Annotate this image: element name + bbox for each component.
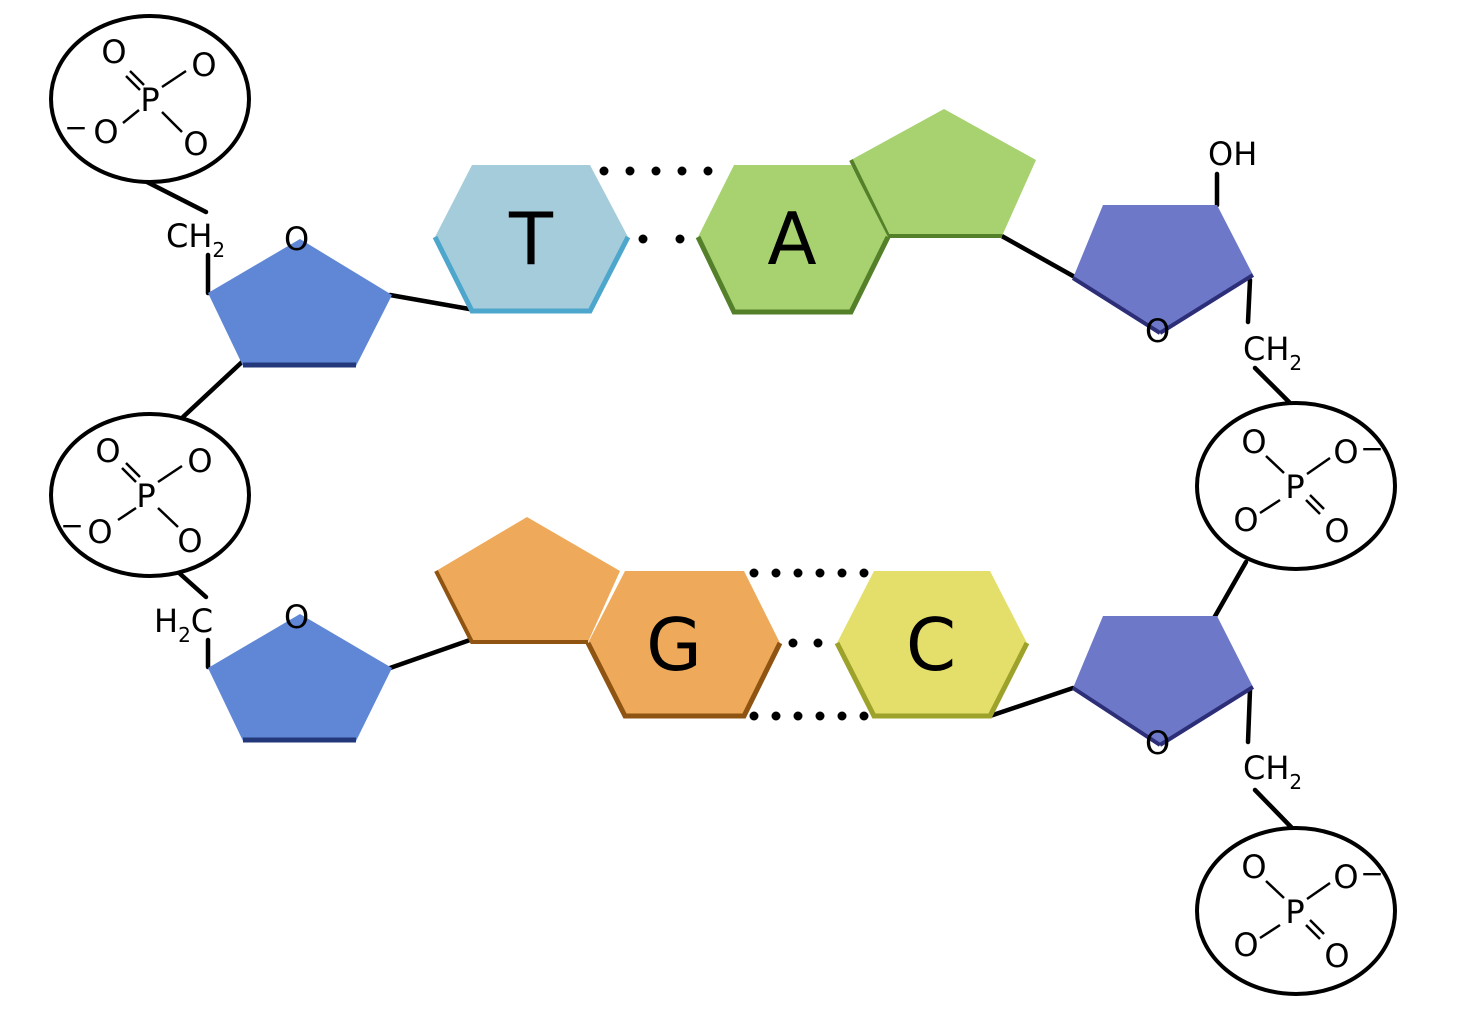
bond-A-sugar3 <box>997 232 1076 279</box>
base-G: G <box>434 517 783 719</box>
base-T-hexagon <box>435 165 628 312</box>
bond-sugar1-T <box>387 292 478 313</box>
base-C: C <box>834 571 1030 719</box>
base-A-pentagon-edge <box>849 159 1002 238</box>
sugar-4-edge <box>1071 686 1162 747</box>
base-A-letter: A <box>767 197 816 281</box>
bond-phosphate3-sugar4 <box>1211 559 1249 621</box>
sugar-3-edge <box>1071 276 1162 335</box>
sugar-4-ring-oxygen: O <box>1145 724 1170 762</box>
bond-sugar4-ch2 <box>1245 687 1253 745</box>
sugar-2: O <box>208 598 392 743</box>
base-G-letter: G <box>646 603 702 687</box>
base-C-letter: C <box>906 603 956 687</box>
phosphate-3-o-left: O <box>1233 501 1258 539</box>
sugar-3: O OH <box>1071 135 1257 350</box>
sugar-3-hydroxyl: OH <box>1208 135 1257 173</box>
bond-ch2-phosphate4 <box>1252 787 1295 831</box>
phosphate-2-o-bottom: O <box>177 522 202 560</box>
bond-sugar3-ch2 <box>1245 277 1253 325</box>
base-T-letter: T <box>508 197 554 281</box>
phosphate-2-circle <box>49 412 251 578</box>
base-T-edge <box>432 235 631 314</box>
ch2-label-1: CH2 <box>166 217 225 262</box>
base-G-hexagon <box>588 571 780 716</box>
phosphate-3: P O O − O O <box>1195 401 1397 571</box>
phosphate-3-p: P <box>1285 468 1304 506</box>
phosphate-4: P O O − O O <box>1195 826 1397 996</box>
phosphate-2-o-top: O <box>95 432 120 470</box>
phosphate-1-p: P <box>140 81 159 119</box>
phosphate-2: P O O O − O <box>49 412 251 578</box>
phosphate-3-circle <box>1195 401 1397 571</box>
base-G-hexagon-edge <box>585 641 783 719</box>
ch2-label-2: CH2 <box>1243 330 1302 375</box>
phosphate-1: P O O O − O <box>49 14 251 184</box>
phosphate-2-o-left: O <box>87 513 112 551</box>
base-A: A <box>695 109 1036 315</box>
phosphate-2-o-right: O <box>187 442 212 480</box>
sugar-1: O <box>208 220 392 368</box>
base-A-hexagon-edge <box>695 235 891 315</box>
h2c-label: H2C <box>154 602 213 647</box>
h-bond-T-A-top <box>599 166 713 176</box>
sugar-2-ring-oxygen: O <box>284 598 309 636</box>
phosphate-1-charge: − <box>64 111 87 144</box>
bond-phosphate2-h2c <box>175 569 209 600</box>
sugar-3-edge-right <box>1158 273 1255 335</box>
base-T: T <box>432 165 631 314</box>
phosphate-3-charge: − <box>1360 432 1383 465</box>
bond-sugar1-phosphate2 <box>180 359 245 420</box>
sugar-4: O <box>1071 616 1255 762</box>
base-G-pentagon <box>436 517 620 642</box>
sugar-1-ring-oxygen: O <box>284 220 309 258</box>
phosphate-4-charge: − <box>1360 857 1383 890</box>
base-G-pentagon-edge <box>434 570 588 644</box>
phosphate-1-o-bottom: O <box>183 125 208 163</box>
phosphate-1-o-left: O <box>93 113 118 151</box>
phosphate-2-charge: − <box>60 509 83 542</box>
sugar-3-ring-oxygen: O <box>1145 312 1170 350</box>
bond-ch2-phosphate3 <box>1252 365 1293 406</box>
bond-sugar2-G <box>387 637 473 671</box>
sugar-2-pentagon <box>208 614 392 741</box>
base-C-edge <box>834 641 1030 719</box>
phosphate-4-o-right: O <box>1333 858 1358 896</box>
bond-phosphate1-ch2 <box>144 179 209 215</box>
phosphate-3-o-bottom: O <box>1324 512 1349 550</box>
phosphate-4-o-top: O <box>1241 848 1266 886</box>
phosphate-1-circle <box>49 14 251 184</box>
phosphate-3-o-right: O <box>1333 433 1358 471</box>
base-A-hexagon <box>698 165 888 313</box>
phosphate-4-o-bottom: O <box>1324 937 1349 975</box>
h-bond-G-C-bottom <box>749 711 869 721</box>
sugar-1-pentagon <box>208 239 392 366</box>
backbone-bonds <box>144 171 1295 831</box>
h-bond-G-C-top <box>749 568 869 578</box>
phosphate-4-p: P <box>1285 893 1304 931</box>
base-A-pentagon <box>851 109 1036 236</box>
base-C-hexagon <box>837 571 1027 716</box>
phosphate-1-o-right: O <box>191 46 216 84</box>
phosphate-1-o-top: O <box>101 33 126 71</box>
ch2-label-3: CH2 <box>1243 749 1302 794</box>
sugar-4-edge-right <box>1158 685 1255 747</box>
phosphate-3-o-top: O <box>1241 423 1266 461</box>
phosphate-4-circle <box>1195 826 1397 996</box>
phosphate-4-o-left: O <box>1233 926 1258 964</box>
bond-C-sugar4 <box>987 685 1076 719</box>
phosphate-2-p: P <box>136 477 155 515</box>
